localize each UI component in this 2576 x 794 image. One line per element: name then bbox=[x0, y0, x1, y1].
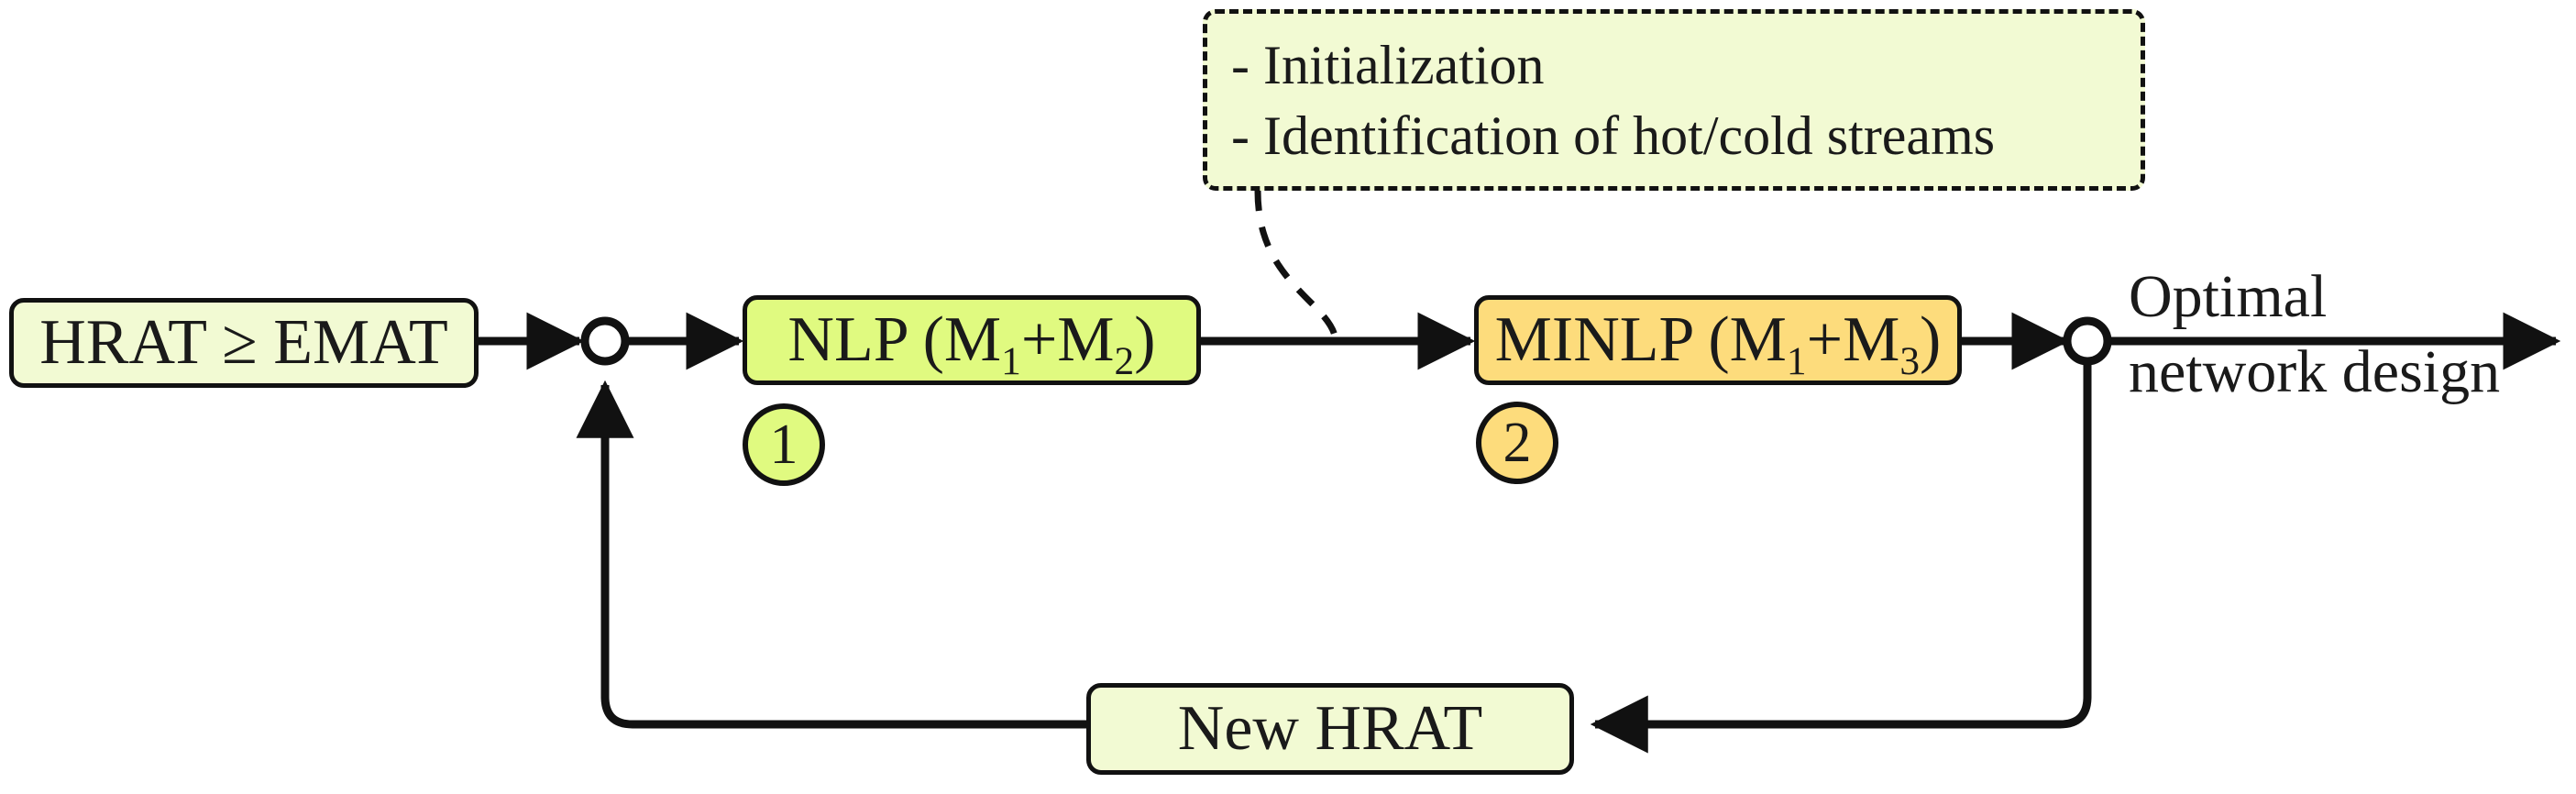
node-nlp-plus: +M bbox=[1020, 304, 1115, 375]
node-nlp-suffix: ) bbox=[1134, 304, 1156, 375]
step-marker-2-label: 2 bbox=[1503, 411, 1532, 474]
node-nlp-sub2: 2 bbox=[1114, 339, 1135, 383]
node-nlp[interactable]: NLP (M1+M2) bbox=[743, 295, 1201, 385]
annotation-line-1: - Initialization bbox=[1231, 35, 1545, 95]
node-minlp-label: MINLP (M1+M3) bbox=[1495, 308, 1942, 381]
edge-new-hrat-to-junction bbox=[576, 380, 1086, 729]
node-nlp-prefix: NLP (M bbox=[787, 304, 1002, 375]
node-minlp-sub2: 3 bbox=[1899, 339, 1921, 383]
node-minlp-plus: +M bbox=[1806, 304, 1900, 375]
output-label-line-2: network design bbox=[2129, 338, 2501, 405]
output-label-line-1: Optimal bbox=[2129, 263, 2328, 330]
step-marker-1: 1 bbox=[743, 403, 825, 486]
node-minlp-sub1: 1 bbox=[1786, 339, 1807, 383]
node-nlp-label: NLP (M1+M2) bbox=[787, 308, 1155, 381]
node-new-hrat[interactable]: New HRAT bbox=[1086, 683, 1574, 775]
node-new-hrat-label: New HRAT bbox=[1177, 693, 1483, 764]
annotation-line-2: - Identification of hot/cold streams bbox=[1231, 105, 1996, 166]
node-hrat-condition-label: HRAT ≥ EMAT bbox=[39, 307, 448, 378]
node-minlp-suffix: ) bbox=[1920, 304, 1942, 375]
node-nlp-sub1: 1 bbox=[1001, 339, 1021, 383]
step-marker-2: 2 bbox=[1476, 402, 1558, 484]
annotation-leader-line bbox=[1254, 190, 1339, 344]
edge-feedback-to-new-hrat bbox=[1590, 361, 2092, 754]
node-minlp[interactable]: MINLP (M1+M3) bbox=[1474, 295, 1962, 385]
node-hrat-condition[interactable]: HRAT ≥ EMAT bbox=[9, 298, 479, 388]
node-minlp-prefix: MINLP (M bbox=[1494, 304, 1787, 375]
junction-node-right bbox=[2063, 316, 2112, 366]
step-marker-1-label: 1 bbox=[769, 413, 798, 476]
junction-node-left bbox=[580, 316, 630, 366]
annotation-callout: - Initialization - Identification of hot… bbox=[1203, 9, 2145, 191]
